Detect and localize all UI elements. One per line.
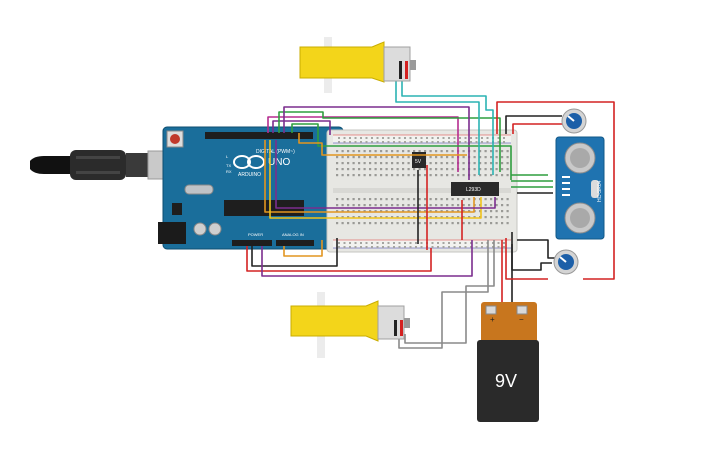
arduino-logo-icon xyxy=(233,155,265,169)
regulator-label: 5V xyxy=(415,159,422,165)
arduino-uno-board: DIGITAL (PWM~) UNO ARDUINO TX RX L POWER… xyxy=(158,126,344,250)
ultrasonic-sensor: HC-SR04 xyxy=(555,136,605,240)
battery-9v-icon: + − 9V xyxy=(477,302,539,422)
breadboard: 5V L293D xyxy=(326,129,518,253)
potentiometer-icon xyxy=(553,249,579,275)
analog-label: ANALOG IN xyxy=(282,232,304,237)
voltage-regulator: 5V xyxy=(412,152,426,168)
potentiometer-icon xyxy=(561,108,587,134)
dc-gear-motor-icon xyxy=(299,37,416,93)
sensor-model-label: HC-SR04 xyxy=(597,180,603,202)
wires xyxy=(246,80,615,349)
tx-label: TX xyxy=(226,163,231,168)
motor-driver-chip: L293D xyxy=(451,182,499,196)
dc-gear-motor-icon xyxy=(290,292,410,358)
board-model-label: UNO xyxy=(268,157,290,168)
power-label: POWER xyxy=(248,232,263,237)
driver-chip-label: L293D xyxy=(466,187,481,193)
battery-minus-label: − xyxy=(519,315,524,324)
battery-voltage-label: 9V xyxy=(495,371,517,391)
l-led-label: L xyxy=(226,154,229,159)
rx-label: RX xyxy=(226,169,232,174)
battery-plus-label: + xyxy=(490,315,495,324)
board-brand-label: ARDUINO xyxy=(238,172,261,178)
